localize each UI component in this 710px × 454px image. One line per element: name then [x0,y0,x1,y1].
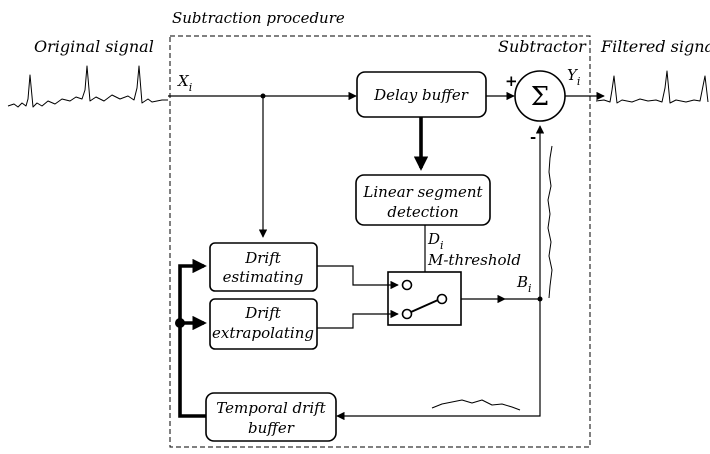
drift-to-buffer-wire [336,299,541,421]
drift-estimating-label-1: Drift [244,249,282,267]
temporal-drift-label-1: Temporal drift [216,399,326,417]
drift-estimating-box [209,242,318,292]
filtered-signal-label: Filtered signal [600,37,710,56]
x-i-label: Xi [177,72,192,94]
switch-contact-1 [401,279,413,291]
original-signal-waveform [7,65,168,108]
b-i-label: Bi [516,273,532,295]
switch-box [387,271,462,326]
drift-curve-vertical [547,145,553,299]
feedback-to-estimating-arrow [178,258,207,418]
switch-contact-out [436,293,448,305]
delay-buffer-label: Delay buffer [373,86,469,104]
procedure-title: Subtraction procedure [172,9,345,27]
subtractor-label: Subtractor [498,37,587,56]
feedback-junction [175,318,185,328]
drift-extrapolating-box [209,298,318,350]
procedure-boundary [169,35,591,448]
linear-segment-label-2: detection [387,203,458,221]
plus-sign: + [505,72,518,90]
filtered-signal-waveform [595,70,709,104]
linear-segment-label-1: Linear segment [362,183,483,201]
drift-curve-horizontal [431,399,521,411]
d-i-label: Di [427,230,444,252]
drift-estimating-label-2: estimating [223,268,304,286]
m-threshold-label: M-threshold [427,251,521,269]
switch-lever [410,299,439,313]
original-signal-label: Original signal [34,37,154,56]
y-i-label: Yi [567,66,580,88]
drift-extrapolating-label-2: extrapolating [212,324,314,342]
minus-sign: - [530,128,536,146]
switch-contact-2 [401,308,413,320]
sigma-symbol: Σ [531,82,549,112]
drift-extrapolating-label-1: Drift [244,304,282,322]
estimating-to-switch-wire [317,265,399,290]
extrapolating-to-switch-wire [317,309,399,329]
temporal-drift-label-2: buffer [248,419,295,437]
linear-segment-box [355,174,491,226]
